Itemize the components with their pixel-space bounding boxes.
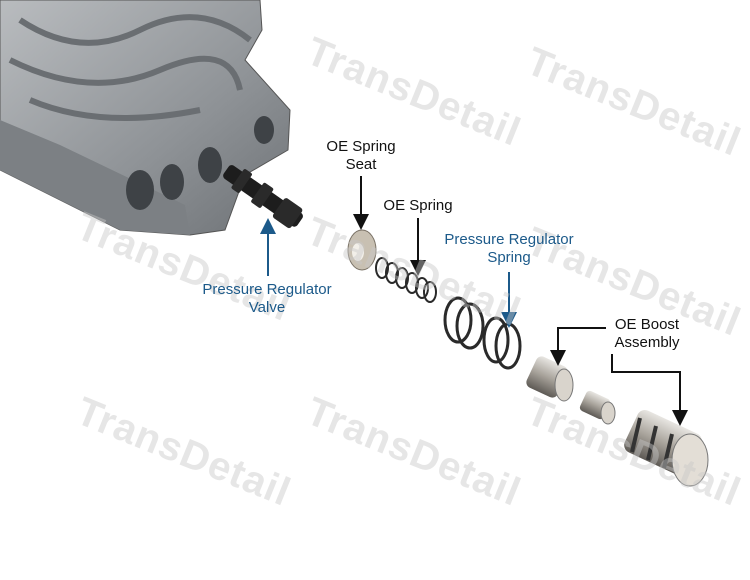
label-line: Spring <box>487 249 531 266</box>
pressure-regulator-valve-part <box>223 165 303 229</box>
label-oe-spring-seat: OE Spring Seat <box>326 138 395 174</box>
pressure-regulator-spring-part <box>443 296 522 370</box>
arrow-boost-1 <box>550 327 606 366</box>
oe-spring-part <box>375 257 437 303</box>
label-pressure-regulator-valve: Pressure Regulator Valve <box>202 281 331 317</box>
valve-body <box>0 0 291 236</box>
label-line: Valve <box>248 299 286 316</box>
label-line: Pressure Regulator <box>444 231 574 248</box>
label-oe-boost-assembly: OE Boost Assembly <box>614 316 679 352</box>
oe-boost-assembly-part <box>526 356 709 487</box>
label-line: Pressure Regulator <box>202 281 332 298</box>
spring-seat-part <box>347 229 377 271</box>
label-line: OE Boost <box>614 316 680 333</box>
label-line: Seat <box>345 156 377 173</box>
label-line: OE Spring <box>326 138 396 155</box>
label-oe-spring: OE Spring <box>383 197 453 214</box>
label-pressure-regulator-spring: Pressure Regulator Spring <box>444 231 573 267</box>
label-line: Assembly <box>614 334 680 351</box>
arrow-boost-2 <box>611 354 688 426</box>
